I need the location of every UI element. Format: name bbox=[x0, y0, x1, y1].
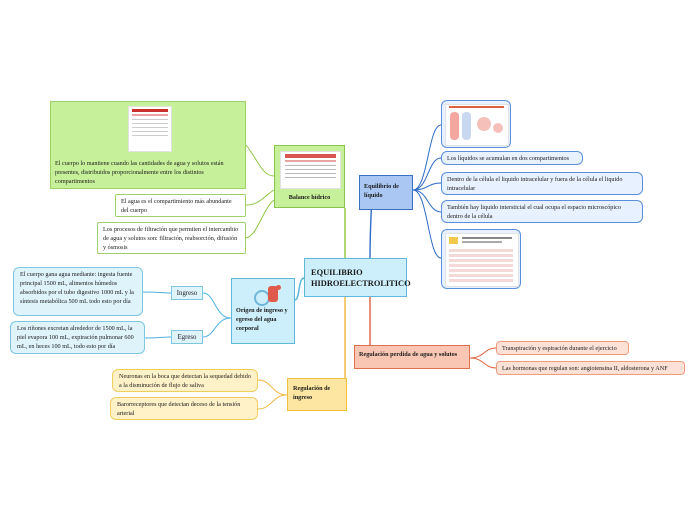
balance-leaf-1-text: El cuerpo lo mantiene cuando las cantida… bbox=[55, 160, 224, 185]
ingreso-leaf-text: El cuerpo gana agua mediante: ingesta fu… bbox=[20, 271, 134, 305]
link-balance-leaf2 bbox=[245, 189, 275, 206]
liquido-leaf-3-text: También hay liquido intersticial el cual… bbox=[447, 204, 621, 220]
liquido-leaf-2-text: Dentro de la célula el liquido intracelu… bbox=[447, 176, 623, 192]
link-regulacion-leaf2 bbox=[257, 394, 288, 410]
balance-hidrico-label: Balance hídrico bbox=[288, 194, 331, 201]
liquido-leaf-2[interactable]: Dentro de la célula el liquido intracelu… bbox=[441, 172, 643, 195]
balance-leaf-2[interactable]: El agua es el compartimiento más abundan… bbox=[115, 194, 246, 217]
perdida-leaf-1[interactable]: Transpiración y espiración durante el ej… bbox=[496, 341, 629, 355]
regulacion-leaf-2-text: Barorreceptores que detectan deceso de l… bbox=[117, 401, 241, 417]
egreso-leaf[interactable]: Los riñones excretan alrededor de 1500 m… bbox=[10, 321, 145, 354]
link-perdida-leaf1 bbox=[469, 347, 497, 359]
fluid-composition-table-image bbox=[445, 233, 519, 287]
ingreso-label: Ingreso bbox=[176, 290, 198, 297]
regulacion-leaf-1-text: Neuronas en la boca que detectan la sequ… bbox=[119, 373, 251, 389]
regulacion-ingreso-topic[interactable]: Regulación de ingreso bbox=[287, 378, 347, 411]
perdida-topic[interactable]: Regulación perdida de agua y solutos bbox=[354, 345, 470, 369]
balance-leaf-2-text: El agua es el compartimiento más abundan… bbox=[121, 198, 232, 214]
equilibrio-liquido-topic[interactable]: Equilibrio de líquido bbox=[359, 175, 413, 210]
origen-topic[interactable]: Origen de ingreso y egreso del agua corp… bbox=[231, 278, 295, 344]
link-egreso-leaf bbox=[144, 336, 172, 339]
balance-table-image bbox=[280, 151, 341, 189]
link-liquido-leaf3 bbox=[412, 189, 442, 213]
liquido-leaf-1[interactable]: Los líquidos se acumulan en dos comparti… bbox=[441, 151, 583, 165]
liquido-image-leaf-2[interactable] bbox=[441, 229, 521, 289]
egreso-topic[interactable]: Egreso bbox=[171, 330, 203, 344]
link-regulacion-leaf1 bbox=[257, 379, 288, 396]
liquido-leaf-3[interactable]: También hay liquido intersticial el cual… bbox=[441, 200, 643, 223]
egreso-leaf-text: Los riñones excretan alrededor de 1500 m… bbox=[17, 325, 134, 350]
balance-leaf-3[interactable]: Los procesos de filtración que permiten … bbox=[97, 222, 246, 254]
central-topic[interactable]: EQUILIBRIO HIDROELECTROLITICO bbox=[304, 258, 411, 297]
regulacion-leaf-1[interactable]: Neuronas en la boca que detectan la sequ… bbox=[112, 369, 258, 392]
link-egreso bbox=[202, 317, 232, 338]
ingreso-leaf[interactable]: El cuerpo gana agua mediante: ingesta fu… bbox=[13, 267, 143, 316]
water-cycle-icon bbox=[236, 284, 290, 307]
regulacion-ingreso-label: Regulación de ingreso bbox=[293, 385, 331, 401]
central-topic-label: EQUILIBRIO HIDROELECTROLITICO bbox=[311, 268, 411, 289]
equilibrio-liquido-label: Equilibrio de líquido bbox=[364, 183, 399, 199]
balance-leaf-image bbox=[128, 106, 172, 152]
balance-leaf-1[interactable]: El cuerpo lo mantiene cuando las cantida… bbox=[50, 101, 246, 189]
perdida-label: Regulación perdida de agua y solutos bbox=[359, 351, 458, 358]
link-liquido-leaf0 bbox=[412, 124, 442, 191]
link-ingreso-leaf bbox=[142, 291, 172, 294]
perdida-leaf-2-text: Las hormonas que regulan son: angiotensi… bbox=[502, 365, 668, 372]
body-fluid-figure-image bbox=[445, 104, 509, 146]
egreso-label: Egreso bbox=[177, 334, 197, 341]
link-balance-leaf3 bbox=[245, 199, 275, 239]
liquido-image-leaf-1[interactable] bbox=[441, 100, 511, 148]
balance-leaf-3-text: Los procesos de filtración que permiten … bbox=[103, 226, 239, 251]
link-balance-leaf1 bbox=[245, 144, 275, 177]
liquido-leaf-1-text: Los líquidos se acumulan en dos comparti… bbox=[447, 155, 570, 162]
ingreso-topic[interactable]: Ingreso bbox=[171, 286, 203, 300]
link-liquido-leaf2 bbox=[412, 182, 442, 191]
link-perdida-leaf2 bbox=[469, 357, 497, 369]
link-liquido-leaf4 bbox=[412, 189, 442, 259]
regulacion-leaf-2[interactable]: Barorreceptores que detectan deceso de l… bbox=[110, 397, 258, 420]
perdida-leaf-2[interactable]: Las hormonas que regulan son: angiotensi… bbox=[496, 361, 685, 375]
perdida-leaf-1-text: Transpiración y espiración durante el ej… bbox=[502, 345, 617, 352]
link-origen bbox=[294, 277, 305, 301]
origen-label: Origen de ingreso y egreso del agua corp… bbox=[236, 307, 288, 332]
link-ingreso bbox=[202, 292, 232, 319]
link-liquido-leaf1 bbox=[412, 157, 442, 191]
balance-hidrico-topic[interactable]: Balance hídrico bbox=[274, 145, 345, 208]
